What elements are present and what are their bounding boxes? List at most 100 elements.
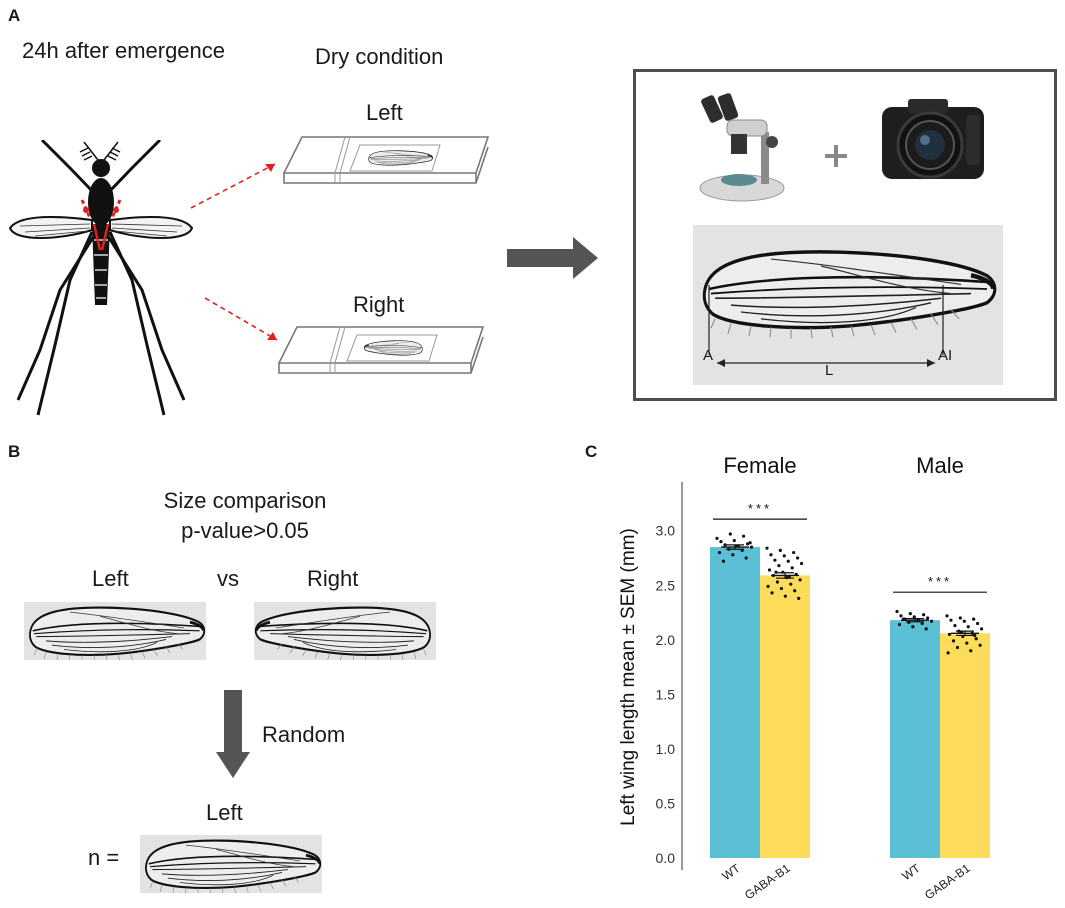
transfer-arrows <box>190 163 278 341</box>
data-point <box>969 649 973 653</box>
data-point <box>799 561 804 566</box>
measure-end-label: AI <box>938 347 953 364</box>
x-tick-label: GABA-B1 <box>742 861 793 902</box>
data-point <box>897 622 902 627</box>
data-point <box>792 550 796 555</box>
data-point <box>775 580 780 584</box>
data-point <box>786 559 790 563</box>
plus-icon <box>825 145 847 167</box>
comparison-title: Size comparison <box>163 488 327 513</box>
data-point <box>728 532 732 536</box>
y-tick-label: 2.5 <box>656 577 676 593</box>
panel-b-letter: B <box>8 442 21 461</box>
panel-a-letter: A <box>8 6 21 25</box>
significance-label: *** <box>748 501 772 516</box>
x-tick-label: GABA-B1 <box>922 861 973 902</box>
wing-length-chart: 0.0 0.5 1.0 1.5 2.0 2.5 3.0 Left wing length me… <box>618 453 990 902</box>
arrow-right-icon <box>507 237 598 279</box>
wing-photo-measured <box>693 225 1003 385</box>
data-point <box>976 621 980 626</box>
data-point <box>749 545 754 549</box>
data-point <box>732 538 736 543</box>
y-tick-label: 3.0 <box>656 523 676 539</box>
data-point <box>895 609 899 614</box>
significance-label: *** <box>928 574 952 589</box>
data-point <box>962 619 966 623</box>
data-point <box>779 586 783 591</box>
data-point <box>798 578 802 582</box>
group-title-male: Male <box>916 453 964 478</box>
data-point <box>715 536 719 540</box>
data-point <box>723 543 727 547</box>
data-point <box>979 627 984 631</box>
arrow-down-icon <box>216 690 250 778</box>
compare-right-label: Right <box>307 566 359 591</box>
data-point <box>945 614 949 618</box>
data-point <box>953 624 957 628</box>
slide-left <box>282 136 490 184</box>
camera-icon <box>882 99 984 179</box>
compare-vs-label: vs <box>217 566 239 591</box>
microscope-icon <box>699 93 785 202</box>
data-point <box>770 591 774 595</box>
imaging-frame <box>633 69 1057 401</box>
measure-start-label: A <box>703 347 714 364</box>
data-point <box>974 637 978 641</box>
data-point <box>790 566 794 570</box>
data-point <box>769 553 773 557</box>
data-point <box>793 589 797 593</box>
data-point <box>717 550 722 555</box>
y-tick-label: 2.0 <box>656 632 676 648</box>
data-point <box>765 546 769 550</box>
data-point <box>920 621 924 626</box>
data-point <box>949 618 953 622</box>
data-point <box>783 594 787 598</box>
data-point <box>972 617 976 621</box>
data-point <box>978 643 982 647</box>
y-tick-label: 0.5 <box>656 795 676 811</box>
data-point <box>955 645 960 650</box>
x-tick-label: WT <box>719 861 743 884</box>
mosquito-illustration <box>8 140 194 416</box>
data-point <box>719 540 723 544</box>
group-title-female: Female <box>723 453 796 478</box>
x-tick-label: WT <box>899 861 923 884</box>
data-point <box>929 619 934 623</box>
timing-label: 24h after emergence <box>22 38 226 63</box>
data-point <box>958 616 962 620</box>
y-tick-label: 1.5 <box>656 686 676 702</box>
bar-female-gaba-b1 <box>760 575 810 858</box>
bar-male-wt <box>890 620 940 858</box>
data-point <box>766 584 770 588</box>
n-equals-label: n = <box>88 845 120 870</box>
data-point <box>789 582 793 586</box>
comparison-pvalue: p-value>0.05 <box>181 518 309 543</box>
data-point <box>899 614 903 618</box>
data-point <box>926 616 930 620</box>
y-axis-label: Left wing length mean ± SEM (mm) <box>618 528 639 826</box>
data-point <box>966 625 970 629</box>
data-point <box>908 612 912 616</box>
result-left-label: Left <box>206 800 243 825</box>
wing-photo-left <box>24 602 206 660</box>
data-point <box>773 558 777 562</box>
y-tick-label: 1.0 <box>656 741 676 757</box>
y-tick-label: 0.0 <box>656 850 676 866</box>
data-point <box>911 625 915 629</box>
compare-left-label: Left <box>92 566 129 591</box>
data-point <box>922 613 926 617</box>
data-point <box>951 639 956 643</box>
data-point <box>778 548 782 552</box>
data-point <box>946 651 950 655</box>
data-point <box>797 596 801 600</box>
random-label: Random <box>262 722 346 747</box>
data-point <box>721 559 726 563</box>
bar-female-wt <box>710 547 760 858</box>
data-point <box>973 633 977 638</box>
data-point <box>767 568 772 572</box>
bar-male-gaba-b1 <box>940 633 990 858</box>
slide-right-label: Right <box>353 292 405 317</box>
measure-length-label: L <box>825 362 834 379</box>
data-point <box>731 553 735 557</box>
panel-c-letter: C <box>585 442 598 461</box>
